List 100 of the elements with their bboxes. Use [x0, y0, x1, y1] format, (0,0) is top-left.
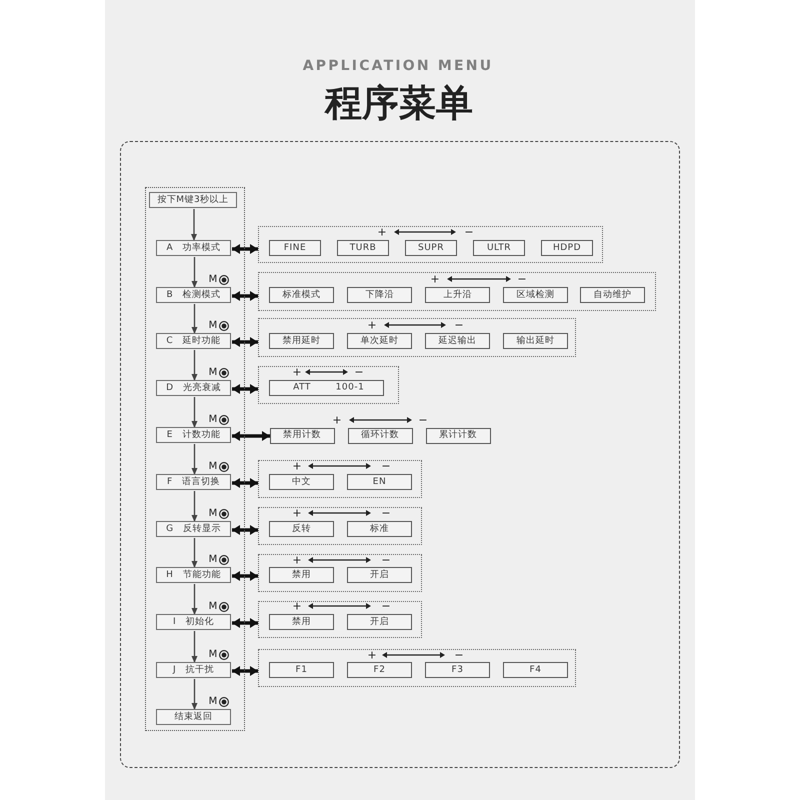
menu-step-box: H 节能功能 — [156, 567, 231, 583]
arrow — [192, 584, 198, 615]
option-box: F1 — [269, 662, 334, 678]
menu-step-box: G 反转显示 — [156, 521, 231, 537]
edge-label: M — [208, 462, 218, 472]
subtitle: APPLICATION MENU — [302, 59, 494, 73]
option-box: 下降沿 — [347, 287, 412, 303]
option-group — [258, 318, 576, 356]
menu-step-box: I 初始化 — [156, 614, 231, 630]
double-arrow — [232, 244, 258, 254]
menu-step-box: E 计数功能 — [156, 427, 231, 443]
option-box: 禁用计数 — [270, 428, 334, 444]
minus-sign: − — [381, 600, 391, 612]
plus-sign: + — [292, 554, 302, 566]
minus-sign: − — [517, 274, 527, 284]
value-label: 100-1 — [336, 383, 364, 392]
menu-step-box: C 延时功能 — [156, 333, 231, 349]
menu-step-box: D 光亮衰减 — [156, 380, 231, 396]
option-group — [258, 226, 602, 262]
minus-sign: − — [464, 226, 474, 238]
edge-label: M — [208, 509, 218, 519]
minus-sign: − — [381, 460, 391, 472]
option-box: 标准模式 — [269, 287, 334, 303]
plus-sign: + — [377, 226, 387, 238]
plus-sign: + — [367, 320, 377, 330]
option-group — [258, 506, 422, 544]
double-arrow — [232, 571, 258, 581]
option-box: 单次延时 — [347, 333, 412, 349]
arrow — [192, 444, 198, 475]
plus-sign: + — [292, 460, 302, 472]
plus-sign: + — [332, 414, 342, 426]
edge-label: M — [208, 697, 218, 707]
option-box: SUPR — [405, 240, 457, 256]
double-arrow — [232, 618, 258, 628]
edge-label: M — [208, 602, 218, 612]
option-box: 标准 — [347, 521, 412, 537]
option-box: 循环计数 — [348, 428, 412, 444]
option-group — [258, 554, 422, 592]
plus-sign: + — [292, 366, 302, 378]
option-label: ATT — [293, 383, 311, 392]
option-box: 自动维护 — [580, 287, 645, 303]
minus-sign: − — [354, 366, 364, 378]
option-group — [258, 272, 656, 310]
option-box: 中文 — [269, 474, 334, 490]
minus-sign: − — [454, 320, 464, 330]
option-box: 开启 — [347, 567, 412, 583]
double-arrow — [232, 431, 270, 441]
menu-step-box: A 功率模式 — [156, 240, 231, 256]
menu-step-box: F 语言切换 — [156, 474, 231, 490]
arrow — [191, 209, 197, 241]
double-arrow — [232, 384, 258, 394]
option-box: 禁用 — [269, 567, 334, 583]
edge-label: M — [208, 275, 218, 285]
option-group — [258, 366, 398, 404]
option-group — [258, 600, 422, 638]
double-arrow — [232, 666, 258, 676]
option-box: 延迟输出 — [425, 333, 490, 349]
arrow — [192, 397, 198, 428]
edge-label: M — [208, 415, 218, 425]
edge-label: M — [208, 321, 218, 331]
option-box: ULTR — [473, 240, 525, 256]
option-box: HDPD — [541, 240, 593, 256]
option-box: 输出延时 — [503, 333, 568, 349]
menu-step-box: B 检测模式 — [156, 287, 231, 303]
edge-label: M — [208, 368, 218, 378]
outer-frame — [120, 141, 680, 768]
option-box: F2 — [347, 662, 412, 678]
option-box: 开启 — [347, 614, 412, 630]
option-box: 累计计数 — [426, 428, 490, 444]
option-box: 区域检测 — [503, 287, 568, 303]
option-box: 禁用 — [269, 614, 334, 630]
title: 程序菜单 — [325, 84, 473, 122]
option-box — [269, 380, 384, 396]
edge-label: M — [208, 650, 218, 660]
minus-sign: − — [381, 508, 391, 518]
double-arrow — [232, 478, 258, 488]
option-group — [258, 460, 422, 498]
plus-sign: + — [367, 650, 377, 660]
option-box: 禁用延时 — [269, 333, 334, 349]
option-box: 上升沿 — [425, 287, 490, 303]
plus-sign: + — [292, 600, 302, 612]
minus-sign: − — [454, 650, 464, 660]
menu-step-box: 按下M键3秒以上 — [149, 192, 237, 208]
arrow — [192, 631, 198, 663]
option-box: F3 — [425, 662, 490, 678]
option-box: F4 — [503, 662, 568, 678]
minus-sign: − — [381, 554, 391, 566]
option-box: FINE — [269, 240, 321, 256]
column-frame — [144, 186, 244, 730]
arrow — [192, 491, 198, 522]
arrow — [192, 257, 198, 288]
edge-label: M — [208, 555, 218, 565]
plus-sign: + — [430, 274, 440, 284]
arrow — [192, 350, 198, 381]
menu-step-box: 结束返回 — [156, 709, 231, 725]
option-box: EN — [347, 474, 412, 490]
menu-step-box: J 抗干扰 — [156, 662, 231, 678]
double-arrow — [232, 291, 258, 301]
arrow — [192, 304, 198, 334]
plus-sign: + — [292, 508, 302, 518]
